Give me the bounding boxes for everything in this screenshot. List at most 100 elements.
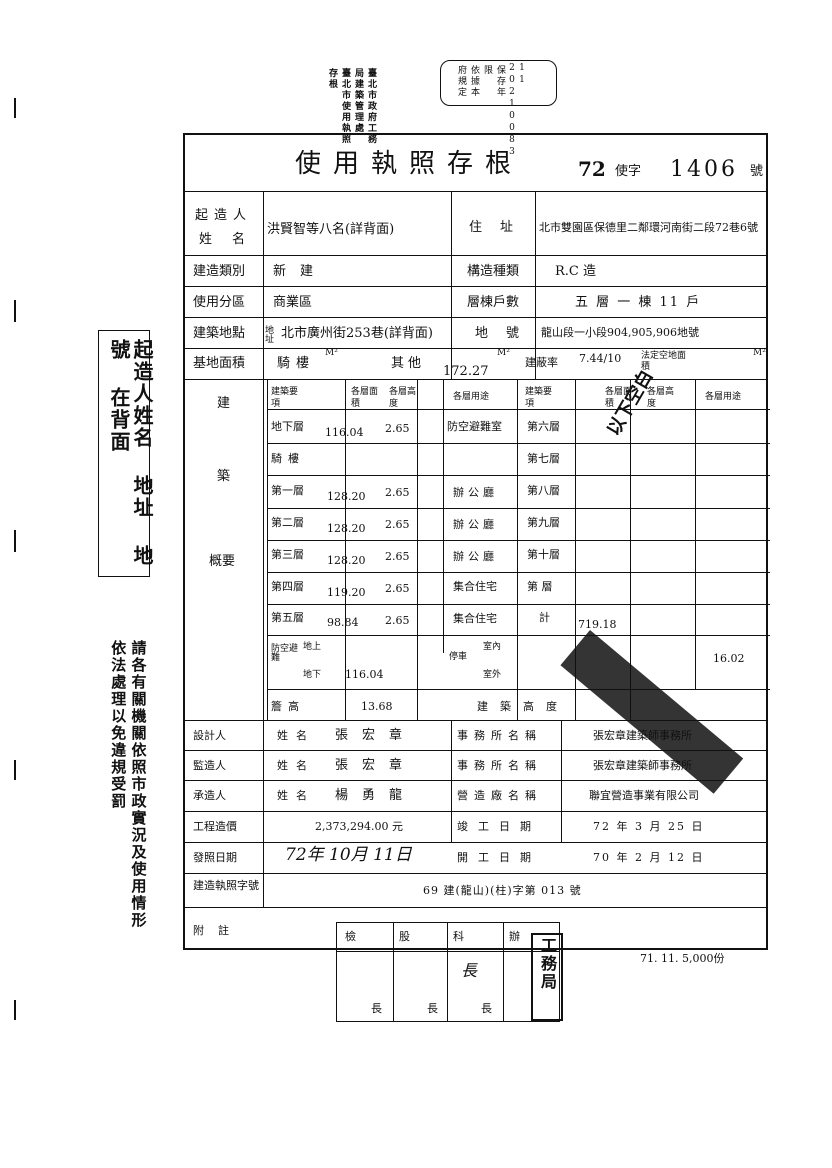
building-height-label: 建築高度 xyxy=(477,700,569,713)
floor-height: 2.65 xyxy=(385,486,410,499)
site-label: 建築地點 xyxy=(193,326,246,341)
coverage-label: 建蔽率 xyxy=(525,356,558,369)
summary-side-1: 建 xyxy=(217,396,231,411)
designer-office-label: 事務所名稱 xyxy=(457,729,542,742)
cost-label: 工程造價 xyxy=(193,820,237,833)
contractor-name: 楊勇龍 xyxy=(335,788,417,803)
base-area-label: 基地面積 xyxy=(193,356,246,371)
under-value: 116.04 xyxy=(345,668,384,681)
floor-item-right: 第十層 xyxy=(527,548,560,561)
permit-number: 1406 xyxy=(670,157,738,182)
designer-office: 張宏章建築師事務所 xyxy=(593,729,692,742)
floor-item: 第五層 xyxy=(271,611,304,624)
issue-value: 72年 10月 11日 xyxy=(285,845,412,865)
floors-label: 層棟戶數 xyxy=(467,295,520,310)
floor-item: 第三層 xyxy=(271,548,304,561)
signoff-seal: 工務局 xyxy=(531,933,563,1021)
base-roof-unit: M² xyxy=(325,348,338,358)
floor-use: 集合住宅 xyxy=(453,612,497,625)
col-item: 建築要項 xyxy=(271,387,299,409)
outdoor-label: 室外 xyxy=(483,670,502,680)
side-note-box: 起造人姓名 地址 地號 在背面 xyxy=(98,330,154,577)
designer-label: 設計人 xyxy=(193,729,226,742)
summary-side-3: 概要 xyxy=(209,554,236,569)
supervisor-name-label: 姓名 xyxy=(277,759,315,772)
floor-height: 2.65 xyxy=(385,582,410,595)
base-other-label: 其他 xyxy=(391,356,426,371)
floor-item: 騎樓 xyxy=(271,452,305,465)
permit-number-suffix: 號 xyxy=(750,164,764,179)
floor-area: 119.20 xyxy=(327,586,366,599)
zone-value: 商業區 xyxy=(273,295,313,310)
applicant-name: 洪賢智等八名(詳背面) xyxy=(267,222,395,237)
signoff-label-2: 股 xyxy=(399,930,410,943)
margin-mark xyxy=(14,760,16,780)
header-stamp-right: 依據本府規定 保存年限 11 20210083 xyxy=(440,60,557,159)
header-stamp-left: 臺北市政府工務局建築管理處 臺北市使用執照存根 xyxy=(327,68,376,145)
floor-use: 集合住宅 xyxy=(453,580,497,593)
signoff-handwriting: 長 xyxy=(461,961,478,980)
base-roof-label: 騎樓 xyxy=(277,356,316,371)
floor-height: 2.65 xyxy=(385,614,410,627)
designer-name-label: 姓名 xyxy=(277,729,315,742)
header-stamp-text-2: 保存年限 xyxy=(482,65,505,98)
floor-item-right: 第九層 xyxy=(527,516,560,529)
completion-value: 72 年 3 月 25 日 xyxy=(593,820,705,833)
site-address: 北市廣州街253巷(詳背面) xyxy=(281,326,433,341)
permit-number-prefix: 72 xyxy=(578,157,606,181)
side-note-text: 起造人姓名 地址 地號 在背面 xyxy=(107,339,154,567)
floor-height: 2.65 xyxy=(385,422,410,435)
signoff-label-5: 長 xyxy=(427,1002,438,1015)
floors-value: 五 層 一 棟 11 戶 xyxy=(575,295,702,310)
summary-side-2: 築 xyxy=(217,469,231,484)
col-height-right: 各層高度 xyxy=(647,387,675,409)
contractor-name-label: 姓名 xyxy=(277,789,315,802)
floor-use: 辦公廳 xyxy=(453,518,498,531)
floor-use: 辦公廳 xyxy=(453,550,498,563)
floor-item-right: 第八層 xyxy=(527,484,560,497)
col-use-right: 各層用途 xyxy=(705,392,742,402)
parking-label: 停車 xyxy=(449,652,468,662)
permit-value: 69 建(龍山)(柱)字第 013 號 xyxy=(423,884,582,897)
col-height: 各層高度 xyxy=(389,387,417,409)
address-value: 北市雙園區保德里二鄰環河南街二段72巷6號 xyxy=(539,221,758,234)
col-use: 各層用途 xyxy=(453,392,490,402)
floor-area: 116.04 xyxy=(325,426,364,439)
signoff-label-1: 檢 xyxy=(345,930,356,943)
supervisor-office: 張宏章建築師事務所 xyxy=(593,759,692,772)
permit-number-word: 使字 xyxy=(615,164,642,179)
applicant-label-2: 姓名 xyxy=(199,232,266,247)
coverage-value: 7.44/10 xyxy=(579,352,622,365)
start-value: 70 年 2 月 12 日 xyxy=(593,851,705,864)
side-note-bottom: 請各有關機關依照市政實況及使用情形依法處理以免違規受罰 xyxy=(109,640,148,929)
signoff-label-6: 長 xyxy=(481,1002,492,1015)
lot-label: 地號 xyxy=(475,326,538,341)
floor-item: 第二層 xyxy=(271,516,304,529)
floor-use: 防空避難室 xyxy=(447,420,502,433)
contractor-company-label: 營造廠名稱 xyxy=(457,789,542,802)
open-space-unit: M² xyxy=(753,348,766,358)
form-title: 使用執照存根 xyxy=(295,149,524,179)
header-stamp-code: 11 20210083 xyxy=(507,63,527,159)
address-label: 住址 xyxy=(469,220,532,235)
under-label: 地下 xyxy=(303,670,322,680)
floor-item-right: 第 層 xyxy=(527,580,553,593)
col-item-right: 建築要項 xyxy=(525,387,553,409)
eave-label: 簷高 xyxy=(271,700,305,713)
signoff-label-4: 長 xyxy=(371,1002,382,1015)
floor-item: 第四層 xyxy=(271,580,304,593)
notes-label: 附註 xyxy=(193,924,243,937)
floor-area: 98.84 xyxy=(327,616,359,629)
supervisor-name: 張宏章 xyxy=(335,758,417,773)
site-prefix: 地址 xyxy=(265,326,275,345)
signoff-label-7: 辦 xyxy=(509,930,520,943)
signoff-label-3: 科 xyxy=(453,930,464,943)
building-type: 新建 xyxy=(273,264,328,279)
floor-item-right: 計 xyxy=(539,611,550,624)
permit-label: 建造執照字號 xyxy=(193,879,259,892)
margin-mark xyxy=(14,98,16,118)
margin-mark xyxy=(14,530,16,552)
floor-area: 128.20 xyxy=(327,522,366,535)
structure-value: R.C 造 xyxy=(555,264,596,279)
print-info: 71. 11. 5,000份 xyxy=(640,952,725,965)
